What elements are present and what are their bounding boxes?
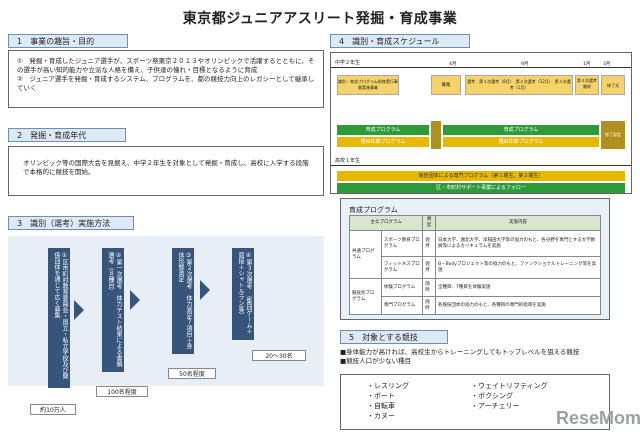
section-2-box: オリンピック等の国際大会を見据え、中学２年生を対象として発掘・育成し、高校に入学… (8, 146, 324, 196)
schedule-box: 中学２年生 4月 9月 1月 3月 識別・育成プログラム前夜実行事業実施事業 募… (330, 52, 632, 194)
count-first: 100名程度 (96, 386, 148, 397)
bar-divider-1 (431, 121, 441, 149)
criteria-2: ■競技人口が少ない種目 (340, 357, 412, 365)
month-label-4: 3月 (603, 62, 611, 67)
bar-training-1: 育成プログラム (337, 125, 429, 135)
watermark-logo: ReseMom (556, 408, 640, 428)
program-content: 各競技団体の協力のもと、各種目の専門的指導を実施 (434, 296, 602, 315)
month-label-1: 4月 (449, 62, 457, 67)
step-arrow-2 (130, 290, 140, 310)
program-name: 専門プログラム (380, 296, 424, 315)
section-5-header: 5 対象とする競技 (340, 330, 448, 344)
purpose-item-1: ① 発掘・育成したジュニア選手が、スポーツ祭東京２０１３やオリンピックで活躍する… (17, 57, 315, 74)
criteria-1: ■身体能力が高ければ、高校生からトレーニングしてもトップレベルを狙える競技 (340, 348, 580, 356)
page-title: 東京都ジュニアアスリート発掘・育成事業 (182, 11, 458, 27)
row-label-junior-high: 中学２年生 (335, 60, 361, 66)
sport-item: ・ボート (367, 392, 395, 400)
stage-graduation: 修了式 (601, 75, 625, 95)
timeline-line-2 (331, 165, 631, 166)
table-row: 競技別プログラム 体験プログラム 随時 全種目、7種目を体験実施 (349, 278, 602, 315)
program-title: 育成プログラム (349, 206, 398, 214)
program-box: 育成プログラム 主なプログラム 頻度 実施内容 共通プログラム スポーツ教育プロ… (340, 198, 610, 320)
step-4-third-selection: ④第３次選考 （集団ゲーム＋面接＋シャトルラン等） (232, 248, 254, 340)
section-1-header: 1 事業の趣旨・目的 (8, 34, 128, 48)
stage-final: 第４次選考最終 (575, 75, 599, 95)
sport-criteria: ■身体能力が高ければ、高校生からトレーニングしてもトップレベルを狙える競技 ■競… (340, 348, 636, 366)
sports-left-column: ・レスリング ・ボート ・自転車 ・カヌー (367, 381, 409, 421)
table-row: 共通プログラム スポーツ教育プログラム 週月 日本大学、湘北大学、早稲田大学等の… (349, 230, 602, 279)
count-second: 50名程度 (168, 368, 216, 379)
program-name: スポーツ教育プログラム (380, 230, 424, 257)
group-common: 共通プログラム (349, 230, 382, 279)
program-table: 主なプログラム 頻度 実施内容 共通プログラム スポーツ教育プログラム 週月 日… (348, 215, 602, 315)
section-3-header: 3 識別（選考）実施方法 (8, 216, 134, 230)
col-frequency: 頻度 (422, 215, 436, 231)
stage-selection: 選考 第１次選考（8月） 第２次選考（12月） 第３次選考（1月） (465, 75, 573, 95)
stage-pre-program: 識別・育成プログラム前夜実行事業実施事業 (337, 75, 399, 95)
group-sport: 競技別プログラム (349, 278, 382, 315)
row-label-high-school: 高校１年生 (335, 158, 361, 164)
sports-list-box: ・レスリング ・ボート ・自転車 ・カヌー ・ウェイトリフティング ・ボクシング… (340, 374, 610, 430)
section-4-header: 4 識別・育成スケジュール (330, 34, 470, 48)
count-third: 20〜30名 (252, 350, 306, 361)
col-content: 実施内容 (434, 215, 602, 231)
step-arrow-1 (74, 300, 84, 320)
section-2-header: 2 発掘・育成年代 (8, 128, 126, 142)
step-1-recruitment: ①区市町村教育委員会・国立・私立学校及び関係団体を通じて広く募集 (48, 248, 70, 388)
bar-trial-1: 種目体験プログラム (337, 137, 429, 147)
count-applicants: 約10万人 (30, 404, 76, 415)
sport-item: ・アーチェリー (471, 402, 520, 410)
bar-completion: 修了認定 (601, 121, 625, 149)
program-name: 体験プログラム (380, 278, 424, 297)
bar-followup: 区・市町村サポート事業によるフォロー (337, 183, 625, 193)
age-description: オリンピック等の国際大会を見据え、中学２年生を対象として発掘・育成し、高校に入学… (23, 159, 309, 176)
bar-specialist-program: 競技団体による専門プログラム（第１期生、第２期生） (337, 171, 625, 181)
bar-training-2: 育成プログラム (443, 125, 599, 135)
step-arrow-3 (200, 280, 210, 300)
table-row: フィットネスプログラム 週月 B－Bodyプロジェクト等の協力のもと、ファンクシ… (350, 256, 602, 279)
program-freq: 随時 (422, 278, 436, 297)
step-3-second-selection: ③第２次選考 体力測定７項目＋身体形態測定 (172, 248, 194, 354)
month-label-3: 1月 (583, 62, 591, 67)
step-2-first-selection: ②第一次選考 体力テスト結果による書類選考（８種目） (102, 248, 124, 372)
table-row: 専門プログラム 随時 各競技団体の協力のもと、各種目の専門的指導を実施 (350, 296, 602, 315)
month-label-2: 9月 (521, 62, 529, 67)
program-table-header: 主なプログラム 頻度 実施内容 (348, 215, 602, 231)
section-1-box: ① 発掘・育成したジュニア選手が、スポーツ祭東京２０１３やオリンピックで活躍する… (8, 50, 324, 108)
sports-right-column: ・ウェイトリフティング ・ボクシング ・アーチェリー (471, 381, 548, 411)
program-content: 日本大学、湘北大学、早稲田大学等の協力のもと、各分野を専門とする大学教員等による… (434, 230, 602, 257)
program-name: フィットネスプログラム (380, 256, 424, 279)
stage-recruit: 募集 (431, 75, 461, 95)
timeline-line-1 (331, 67, 631, 68)
col-main-program: 主なプログラム (348, 215, 424, 231)
program-freq: 週月 (422, 256, 436, 279)
sport-item: ・ボクシング (471, 392, 513, 400)
bar-trial-2: 種目体験プログラム (443, 137, 599, 147)
sport-item: ・ウェイトリフティング (471, 382, 548, 390)
sport-item: ・カヌー (367, 412, 395, 420)
program-freq: 随時 (422, 296, 436, 315)
purpose-item-2: ② ジュニア選手を発掘・育成するシステム、プログラムを、都の競技力向上のレガシー… (17, 75, 315, 92)
sport-item: ・自転車 (367, 402, 395, 410)
program-content: 全種目、7種目を体験実施 (434, 278, 602, 297)
program-content: B－Bodyプロジェクト等の協力のもと、ファンクショナルトレーニング等を実施 (434, 256, 602, 279)
program-freq: 週月 (422, 230, 436, 257)
sport-item: ・レスリング (367, 382, 409, 390)
